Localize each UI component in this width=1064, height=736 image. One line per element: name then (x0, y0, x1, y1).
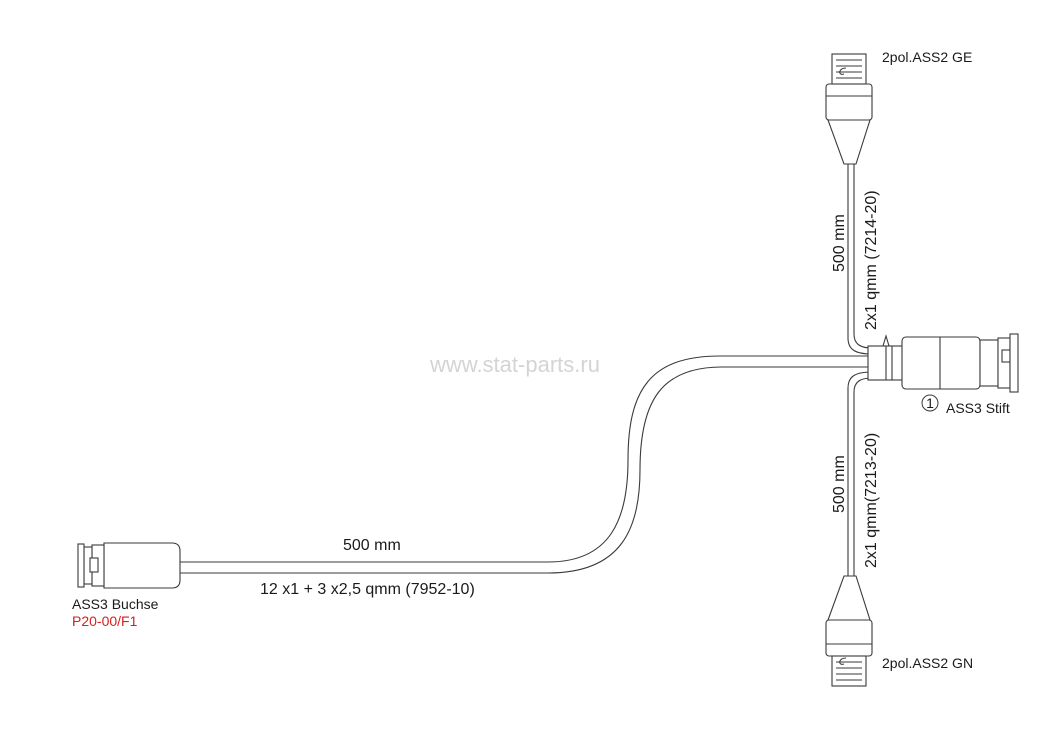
watermark: www.stat-parts.ru (429, 352, 600, 377)
main-cable-length: 500 mm (343, 537, 401, 554)
right-connector (901, 333, 1019, 393)
main-cable-spec: 12 x1 + 3 x2,5 qmm (7952-10) (260, 581, 475, 598)
trunk (867, 334, 905, 381)
lower-cable-spec: 2x1 qmm(7213-20) (863, 433, 880, 568)
top-connector-label: 2pol.ASS2 GE (882, 49, 972, 65)
left-connector-code: P20-00/F1 (72, 613, 138, 629)
right-connector-label: ASS3 Stift (946, 400, 1010, 416)
upper-cable-length: 500 mm (831, 214, 848, 272)
upper-cable-spec: 2x1 qmm (7214-20) (863, 190, 880, 330)
bottom-connector (825, 575, 873, 687)
lower-cable-length: 500 mm (831, 455, 848, 513)
left-connector (77, 542, 181, 589)
top-connector (825, 53, 873, 165)
bottom-connector-label: 2pol.ASS2 GN (882, 655, 973, 671)
position-marker: 1 (926, 395, 934, 411)
main-cable (180, 355, 870, 574)
position-marker-circle (921, 394, 939, 412)
left-connector-label: ASS3 Buchse (72, 596, 159, 612)
